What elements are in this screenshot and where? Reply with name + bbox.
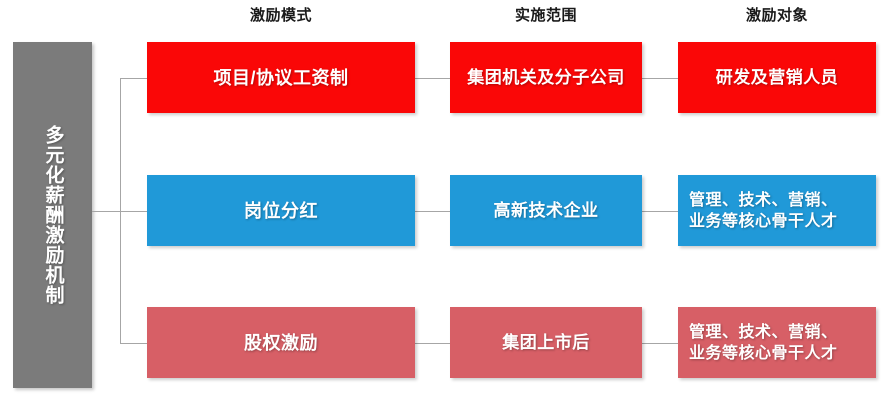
connector-row1-b-c	[642, 78, 678, 79]
node-row1-target-label: 研发及营销人员	[715, 68, 839, 87]
connector-row2-a-b	[415, 211, 450, 212]
node-row1-scope-label: 集团机关及分子公司	[467, 68, 625, 87]
node-row3-target-label: 管理、技术、营销、 业务等核心骨干人才	[689, 323, 838, 362]
connector-branch-row1	[120, 78, 147, 79]
root-node-bar[interactable]: 多元化薪酬激励机制	[13, 42, 92, 388]
connector-row1-a-b	[415, 78, 450, 79]
node-row1-target[interactable]: 研发及营销人员	[678, 42, 876, 113]
node-row1-mode-label: 项目/协议工资制	[213, 67, 349, 88]
node-row3-mode-label: 股权激励	[244, 332, 318, 353]
node-row1-scope[interactable]: 集团机关及分子公司	[450, 42, 642, 113]
column-header-incentive-mode: 激励模式	[249, 7, 312, 24]
node-row3-mode[interactable]: 股权激励	[147, 307, 415, 378]
node-row2-target[interactable]: 管理、技术、营销、 业务等核心骨干人才	[678, 175, 876, 246]
column-header-implementation-scope: 实施范围	[514, 7, 577, 24]
node-row3-scope-label: 集团上市后	[502, 333, 590, 352]
root-node-label: 多元化薪酬激励机制	[42, 125, 64, 305]
node-row1-mode[interactable]: 项目/协议工资制	[147, 42, 415, 113]
column-header-incentive-target: 激励对象	[745, 7, 808, 24]
node-row2-mode[interactable]: 岗位分红	[147, 175, 415, 246]
node-row2-target-label: 管理、技术、营销、 业务等核心骨干人才	[689, 191, 838, 230]
connector-row3-a-b	[415, 343, 450, 344]
connector-branch-row3	[120, 343, 147, 344]
connector-row2-b-c	[642, 211, 678, 212]
node-row2-mode-label: 岗位分红	[244, 200, 318, 221]
connector-branch-row2	[120, 211, 147, 212]
connector-root-stub	[92, 211, 120, 212]
node-row2-scope[interactable]: 高新技术企业	[450, 175, 642, 246]
node-row3-target[interactable]: 管理、技术、营销、 业务等核心骨干人才	[678, 307, 876, 378]
node-row3-scope[interactable]: 集团上市后	[450, 307, 642, 378]
connector-row3-b-c	[642, 343, 678, 344]
node-row2-scope-label: 高新技术企业	[493, 201, 599, 220]
